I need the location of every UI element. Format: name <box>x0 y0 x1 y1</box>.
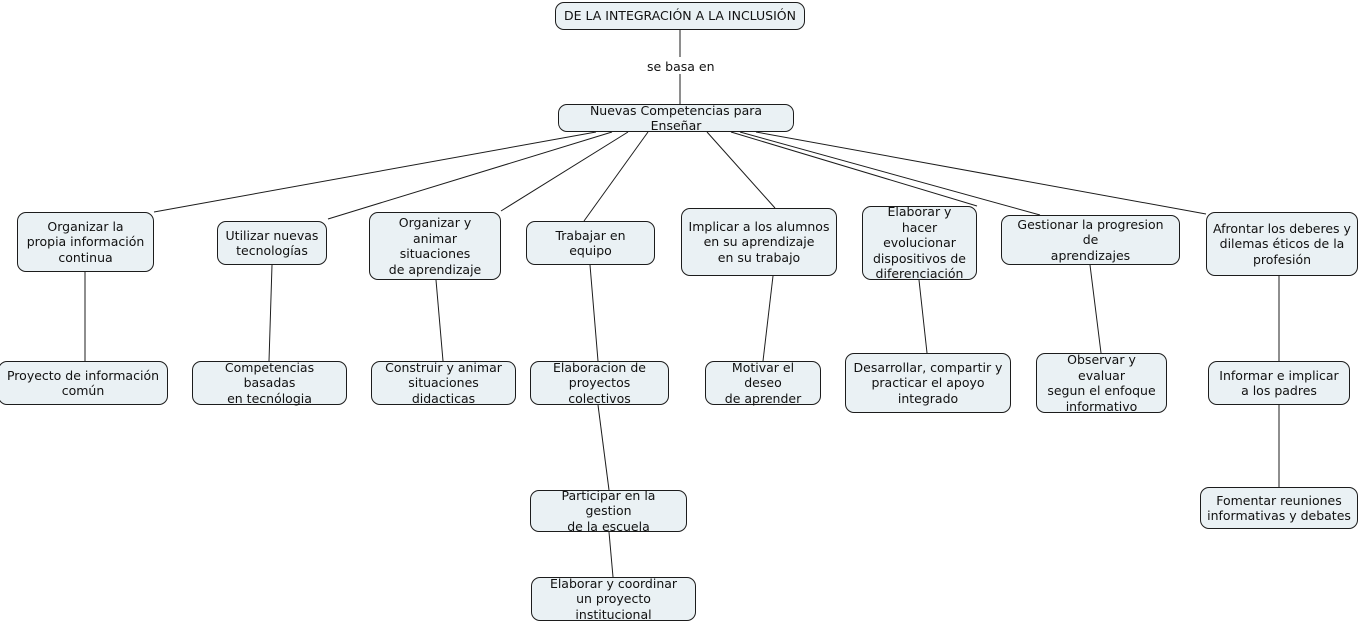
node-c2[interactable]: Utilizar nuevas tecnologías <box>217 221 327 265</box>
connector-line <box>500 131 629 212</box>
node-g6[interactable]: Desarrollar, compartir y practicar el ap… <box>845 353 1011 413</box>
node-g5[interactable]: Motivar el deseo de aprender <box>705 360 821 406</box>
node-c8[interactable]: Afrontar los deberes y dilemas éticos de… <box>1206 212 1358 276</box>
node-g8[interactable]: Informar e implicar a los padres <box>1208 361 1350 405</box>
connector-line <box>918 279 928 354</box>
connector-line <box>327 131 613 220</box>
connector-line <box>153 131 597 213</box>
node-i1[interactable]: Elaborar y coordinar un proyecto institu… <box>531 576 696 622</box>
node-g3[interactable]: Construir y animar situaciones didactica… <box>371 360 516 406</box>
node-c5[interactable]: Implicar a los alumnos en su aprendizaje… <box>681 208 837 276</box>
connector-line <box>1089 264 1102 354</box>
node-central[interactable]: Nuevas Competencias para Enseñar <box>558 103 794 133</box>
connector-line <box>730 131 978 207</box>
node-g1[interactable]: Proyecto de información común <box>0 361 168 405</box>
connector-line <box>739 131 1041 216</box>
node-g2[interactable]: Competencias basadas en tecnólogia <box>192 360 347 406</box>
connector-line <box>755 131 1207 215</box>
connector-line <box>597 404 610 491</box>
connector-line <box>762 275 774 362</box>
node-c6[interactable]: Elaborar y hacer evolucionar dispositivo… <box>862 204 977 281</box>
node-root[interactable]: DE LA INTEGRACIÓN A LA INCLUSIÓN <box>555 2 805 30</box>
connector-line <box>706 131 776 209</box>
node-c1[interactable]: Organizar la propia información continua <box>17 212 154 272</box>
connector-line <box>608 531 614 578</box>
connector-line <box>435 279 444 362</box>
node-h2[interactable]: Fomentar reuniones informativas y debate… <box>1200 487 1358 529</box>
lbl-se-basa-en: se basa en <box>643 59 719 74</box>
node-c4[interactable]: Trabajar en equipo <box>526 221 655 265</box>
node-h1[interactable]: Participar en la gestion de la escuela <box>530 488 687 534</box>
connector-line <box>583 131 649 222</box>
node-g4[interactable]: Elaboracion de proyectos colectivos <box>530 360 669 406</box>
node-g7[interactable]: Observar y evaluar segun el enfoque info… <box>1036 352 1167 414</box>
node-c7[interactable]: Gestionar la progresion de aprendizajes <box>1001 215 1180 265</box>
connector-line <box>589 264 599 362</box>
node-c3[interactable]: Organizar y animar situaciones de aprend… <box>369 212 501 280</box>
connector-line <box>268 264 273 362</box>
